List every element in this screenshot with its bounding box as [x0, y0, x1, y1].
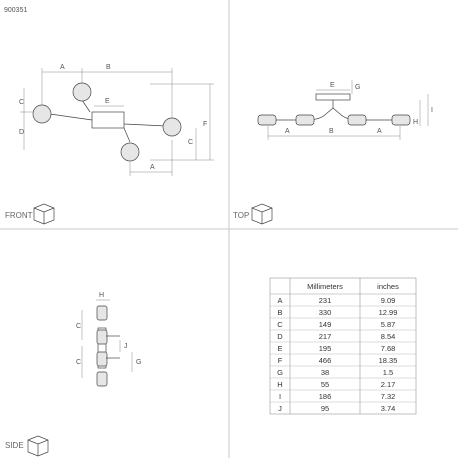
dim-label-h-side: H: [99, 292, 104, 299]
table-row-key: F: [278, 356, 283, 365]
dim-label-j-side: J: [124, 343, 128, 350]
front-globe-top: [72, 82, 92, 102]
front-arm-right: [123, 123, 167, 127]
dim-label-c2: C: [188, 139, 193, 146]
table-row-mm: 466: [319, 356, 332, 365]
dimension-table: A 231 9.09B 330 12.99C 149 5.87D 217 8.54E 195 7.6…: [269, 277, 417, 415]
top-arm: [276, 107, 396, 121]
dim-label-g-top: G: [355, 84, 360, 91]
table-header-mm: Millimeters: [307, 282, 343, 291]
front-arm-upper: [81, 99, 91, 113]
dim-label-c: C: [19, 99, 24, 106]
table-row-key: J: [278, 404, 282, 413]
top-view-label: TOP: [233, 211, 249, 220]
top-shade-2: [295, 114, 315, 126]
front-arm-lower: [123, 127, 131, 143]
dim-label-f: F: [203, 121, 207, 128]
table-row-in: 1.5: [383, 368, 393, 377]
dim-label-a2-top: A: [377, 128, 382, 135]
table-row-mm: 217: [319, 332, 332, 341]
side-canopy: [97, 327, 107, 369]
table-row-mm: 38: [321, 368, 329, 377]
table-row-in: 9.09: [381, 296, 396, 305]
side-view: H C C J G SIDE: [5, 292, 141, 457]
table-row-in: 8.54: [381, 332, 396, 341]
side-view-label: SIDE: [5, 441, 24, 450]
table-row-key: H: [277, 380, 282, 389]
front-globe-left: [32, 104, 52, 124]
table-row-mm: 330: [319, 308, 332, 317]
front-globe-bottom: [120, 142, 140, 162]
side-shade-1: [96, 305, 108, 321]
top-shade-3: [347, 114, 367, 126]
side-shade-4: [96, 371, 108, 387]
table-row-in: 2.17: [381, 380, 396, 389]
table-row-key: E: [277, 344, 282, 353]
dim-label-h-top: H: [413, 119, 418, 126]
side-shade-3: [96, 351, 108, 367]
dim-label-b: B: [106, 64, 111, 71]
table-row-in: 12.99: [379, 308, 398, 317]
dim-label-a2: A: [150, 164, 155, 171]
table-row-key: B: [277, 308, 282, 317]
dim-label-a-top: A: [285, 128, 290, 135]
table-row-mm: 149: [319, 320, 332, 329]
side-shade-2: [96, 329, 108, 345]
front-canopy: [91, 111, 125, 129]
table-row-mm: 231: [319, 296, 332, 305]
front-view-label: FRONT: [5, 211, 33, 220]
dim-label-a: A: [60, 64, 65, 71]
table-row-key: C: [277, 320, 283, 329]
table-row-mm: 195: [319, 344, 332, 353]
table-row-in: 3.74: [381, 404, 396, 413]
top-shade-4: [391, 114, 411, 126]
table-row-mm: 95: [321, 404, 329, 413]
top-view: E G A B A H I TOP: [233, 80, 433, 225]
table-row-in: 7.32: [381, 392, 396, 401]
front-arm-left: [49, 113, 93, 121]
table-header-in: inches: [377, 282, 399, 291]
table-row-in: 5.87: [381, 320, 396, 329]
table-row-key: G: [277, 368, 283, 377]
dim-label-d: D: [19, 129, 24, 136]
dim-label-b-top: B: [329, 128, 334, 135]
dim-label-e-top: E: [330, 82, 335, 89]
top-canopy: [315, 93, 351, 101]
table-row-key: A: [277, 296, 282, 305]
top-shade-1: [257, 114, 277, 126]
table-row-mm: 55: [321, 380, 329, 389]
dim-label-c2-side: C: [76, 359, 81, 366]
table-row-in: 7.68: [381, 344, 396, 353]
table-row-in: 18.35: [379, 356, 398, 365]
table-row-mm: 186: [319, 392, 332, 401]
dim-label-c-side: C: [76, 323, 81, 330]
product-code: 900351: [4, 7, 27, 14]
dim-label-g-side: G: [136, 359, 141, 366]
dim-label-i-top: I: [431, 107, 433, 114]
front-view: A B C D E F C A FRONT: [5, 64, 214, 225]
front-globe-right: [162, 117, 182, 137]
dim-label-e: E: [105, 98, 110, 105]
table-row-key: I: [279, 392, 281, 401]
table-row-key: D: [277, 332, 283, 341]
